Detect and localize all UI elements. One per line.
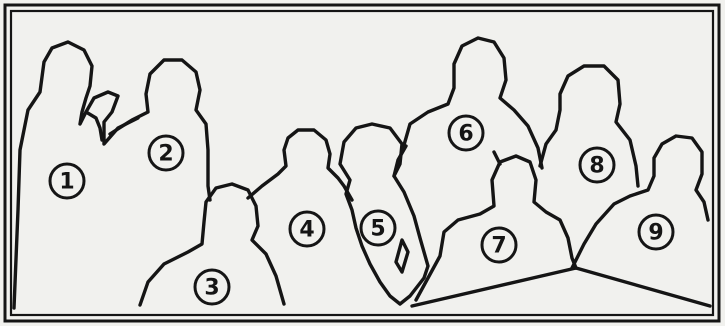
figure-3-badge: 3 <box>195 270 229 304</box>
figure-5-pendant <box>396 240 408 272</box>
figure-4-number: 4 <box>299 218 314 243</box>
figure-2-number: 2 <box>158 142 173 167</box>
figure-5-outline <box>340 124 428 304</box>
figure-9-number: 9 <box>648 221 663 246</box>
figure-7-number: 7 <box>491 234 506 259</box>
figure-6-badge: 6 <box>449 116 483 150</box>
number-badges: 1 2 3 4 5 6 7 8 9 <box>50 116 673 304</box>
figure-6-number: 6 <box>458 122 473 147</box>
table-edge-right <box>576 268 710 306</box>
inner-frame <box>11 11 713 315</box>
figure-9-badge: 9 <box>639 215 673 249</box>
figure-7-collar <box>494 152 500 164</box>
outer-frame <box>5 5 719 321</box>
figure-4-badge: 4 <box>290 212 324 246</box>
figure-8-number: 8 <box>589 154 604 179</box>
figure-5-number: 5 <box>370 217 385 242</box>
figure-7-badge: 7 <box>482 228 516 262</box>
figure-3-number: 3 <box>204 276 219 301</box>
figure-2-badge: 2 <box>149 136 183 170</box>
figure-8-badge: 8 <box>580 148 614 182</box>
figure-5-badge: 5 <box>361 211 395 245</box>
figure-1-outline <box>14 42 138 308</box>
figure-4-outline <box>248 130 352 200</box>
figure-1-hand <box>86 112 102 140</box>
figure-1-number: 1 <box>59 170 74 195</box>
figure-1-badge: 1 <box>50 164 84 198</box>
table-edge-left <box>412 268 576 306</box>
figure-2-outline <box>110 60 210 200</box>
